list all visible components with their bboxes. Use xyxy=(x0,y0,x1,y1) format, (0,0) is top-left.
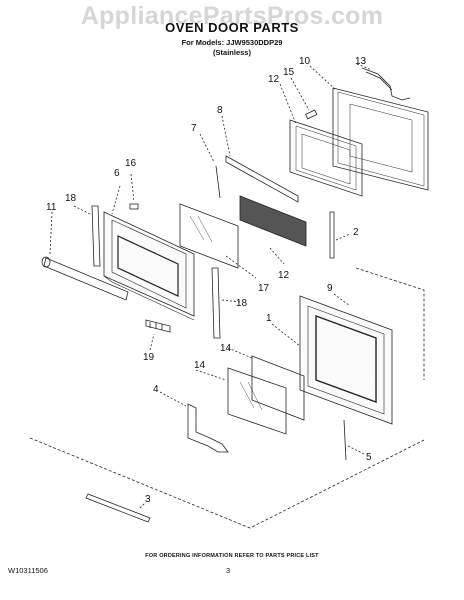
callout-4: 4 xyxy=(153,384,159,395)
document-number: W10311506 xyxy=(8,566,48,575)
callout-17: 17 xyxy=(258,283,270,294)
part-18-lower-strip xyxy=(211,267,241,339)
callout-11: 11 xyxy=(46,202,57,213)
part-9-gasket xyxy=(333,267,425,380)
part-11-handle xyxy=(41,211,129,301)
callout-19: 19 xyxy=(143,352,155,363)
part-15-clip xyxy=(290,77,318,120)
callout-9: 9 xyxy=(327,283,333,294)
part-13-bracket xyxy=(356,63,411,101)
page-title: OVEN DOOR PARTS xyxy=(165,20,299,35)
part-8-trim xyxy=(221,115,299,203)
callout-14-lower: 14 xyxy=(194,360,206,371)
part-18-upper-strip xyxy=(73,205,101,267)
callout-18-lower: 18 xyxy=(236,298,248,309)
alignment-guide xyxy=(29,437,425,529)
part-17-inner-glass xyxy=(179,203,257,279)
part-1-inner-panel xyxy=(271,295,393,425)
part-10-outer-glass xyxy=(309,65,429,191)
callout-15: 15 xyxy=(283,67,295,78)
part-14-glass-panels xyxy=(195,347,305,435)
callout-1: 1 xyxy=(266,313,272,324)
callout-8: 8 xyxy=(217,105,223,116)
callout-16: 16 xyxy=(125,158,137,169)
part-12-door-frame xyxy=(279,83,363,197)
callout-14-upper: 14 xyxy=(220,343,232,354)
callout-6: 6 xyxy=(114,168,120,179)
part-12-heat-shield xyxy=(239,195,307,265)
part-7-strip xyxy=(199,133,221,199)
variant-line: (Stainless) xyxy=(213,48,251,57)
models-line: For Models: JJW9530DDP29 xyxy=(181,38,283,47)
part-19-vent xyxy=(145,319,171,351)
part-5-rod xyxy=(343,419,365,461)
callout-3: 3 xyxy=(145,494,151,505)
callout-12-upper: 12 xyxy=(268,74,280,85)
callout-12-lower: 12 xyxy=(278,270,290,281)
callout-10: 10 xyxy=(299,56,311,67)
part-4-hinge xyxy=(159,391,229,453)
part-16-screw xyxy=(129,173,139,210)
part-2-channel xyxy=(329,211,351,259)
part-3-bottom-trim xyxy=(85,493,151,523)
callout-7: 7 xyxy=(191,123,197,134)
page-number: 3 xyxy=(226,566,231,575)
ordering-note: FOR ORDERING INFORMATION REFER TO PARTS … xyxy=(145,553,319,559)
part-6-outer-door xyxy=(103,185,195,321)
callout-5: 5 xyxy=(366,452,372,463)
callout-2: 2 xyxy=(353,227,359,238)
callout-18-upper: 18 xyxy=(65,193,77,204)
watermark: AppliancePartsPros.com xyxy=(80,2,384,30)
callout-13: 13 xyxy=(355,56,367,67)
